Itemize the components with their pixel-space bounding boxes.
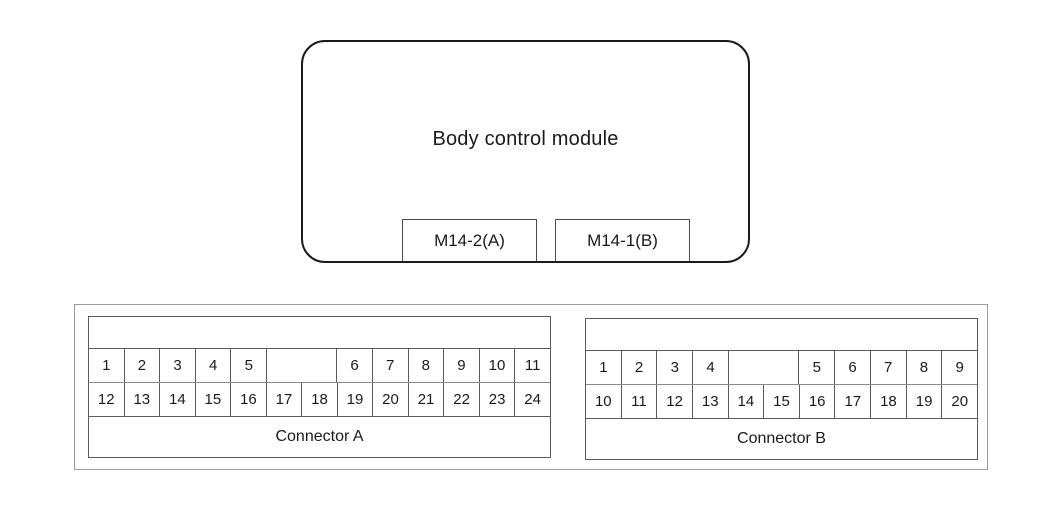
pin-cell: 7: [372, 349, 409, 382]
pin-cell: 6: [337, 349, 373, 382]
connector-b-label: Connector B: [737, 430, 826, 447]
module-connector-tab-b: M14-1(B): [555, 219, 690, 261]
connector-a-label: Connector A: [275, 428, 364, 445]
pin-cell: 17: [835, 385, 872, 418]
module-connector-tab-a-label: M14-2(A): [434, 230, 505, 250]
pin-cell: 1: [586, 351, 622, 384]
pin-cell: 9: [942, 351, 978, 384]
pin-cell: 17: [266, 383, 303, 416]
connector-b-blank-row: [586, 319, 977, 351]
pin-cell: 16: [231, 383, 267, 416]
pin-cell: 6: [835, 351, 871, 384]
pin-cell: 11: [621, 385, 658, 418]
module-connector-tab-b-label: M14-1(B): [587, 230, 658, 250]
pin-cell: 22: [444, 383, 480, 416]
module-title: Body control module: [432, 128, 619, 150]
pin-cell: 5: [231, 349, 268, 382]
pin-cell: 11: [515, 349, 550, 382]
pin-cell: 20: [373, 383, 409, 416]
pin-cell: 23: [479, 383, 516, 416]
pin-cell: 3: [160, 349, 196, 382]
pin-cell: 15: [764, 385, 800, 418]
pin-cell: 21: [408, 383, 445, 416]
pin-cell: 13: [124, 383, 161, 416]
pin-cell-gap: [728, 351, 800, 384]
body-control-module-box: Body control module M14-2(A) M14-1(B): [301, 40, 750, 263]
pin-cell: 18: [871, 385, 907, 418]
pin-cell: 5: [799, 351, 836, 384]
pin-cell: 2: [621, 351, 658, 384]
pin-cell: 24: [515, 383, 550, 416]
pin-cell: 9: [444, 349, 480, 382]
pin-cell: 13: [692, 385, 729, 418]
pin-cell: 20: [942, 385, 978, 418]
pin-cell: 12: [89, 383, 125, 416]
pin-cell: 4: [195, 349, 232, 382]
connector-a-blank-row: [89, 317, 550, 349]
pin-cell: 2: [124, 349, 161, 382]
pin-cell: 15: [195, 383, 232, 416]
pin-cell: 8: [408, 349, 445, 382]
pin-cell: 7: [870, 351, 907, 384]
pin-cell: 8: [906, 351, 943, 384]
pin-cell: 12: [657, 385, 693, 418]
pin-cell: 10: [586, 385, 622, 418]
pin-cell-gap: [267, 349, 338, 382]
pin-cell: 19: [906, 385, 943, 418]
pin-cell: 18: [302, 383, 338, 416]
pin-cell: 3: [657, 351, 694, 384]
pin-cell: 16: [799, 385, 836, 418]
module-connector-tab-a: M14-2(A): [402, 219, 537, 261]
pin-cell: 19: [337, 383, 374, 416]
pin-cell: 14: [728, 385, 765, 418]
pin-cell: 4: [693, 351, 729, 384]
pin-cell: 10: [479, 349, 516, 382]
pin-cell: 1: [89, 349, 125, 382]
pin-cell: 14: [160, 383, 196, 416]
